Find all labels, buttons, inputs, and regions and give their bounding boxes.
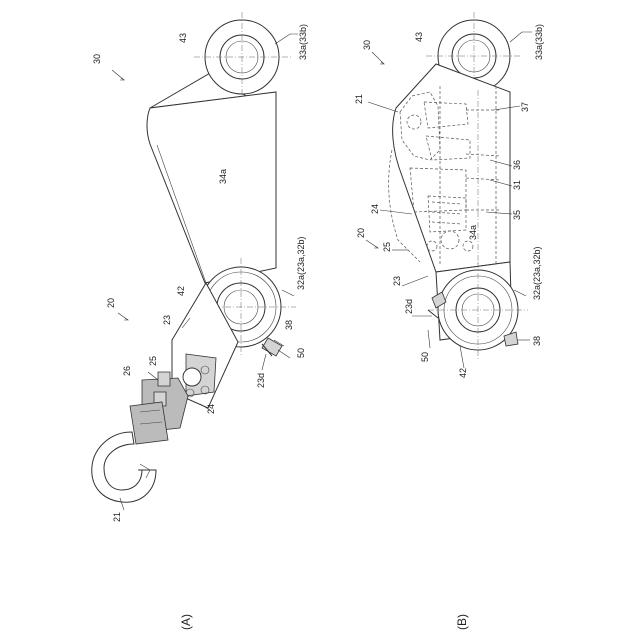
label-25: 25 — [148, 356, 158, 366]
label-33a-33b: 33a(33b) — [534, 24, 544, 60]
label-23d: 23d — [256, 373, 266, 388]
label-43: 43 — [414, 32, 424, 42]
label-23d: 23d — [404, 299, 414, 314]
label-25: 25 — [382, 242, 392, 252]
label-32a: 32a(23a,32b) — [296, 236, 306, 290]
label-42: 42 — [458, 368, 468, 378]
label-24: 24 — [206, 404, 216, 414]
label-35: 35 — [512, 210, 522, 220]
panel-label-b: (B) — [455, 614, 469, 630]
label-42: 42 — [176, 286, 186, 296]
label-31: 31 — [512, 180, 522, 190]
label-24: 24 — [370, 204, 380, 214]
label-20: 20 — [106, 298, 116, 308]
panel-label-a: (A) — [179, 614, 193, 630]
label-33a-33b: 33a(33b) — [298, 24, 308, 60]
label-36: 36 — [512, 160, 522, 170]
figure-b-lower-eye — [428, 262, 528, 360]
figure-a: 30 43 33a(33b) 34a 20 42 32a(23a,32b) 23… — [92, 12, 308, 630]
label-38: 38 — [532, 336, 542, 346]
label-50: 50 — [420, 352, 430, 362]
figure-a-shackle — [130, 372, 188, 444]
label-34a: 34a — [468, 225, 478, 240]
label-26: 26 — [122, 366, 132, 376]
figure-b: 30 43 33a(33b) 21 37 36 31 24 35 20 25 3… — [354, 12, 544, 630]
label-37: 37 — [520, 102, 530, 112]
label-32a: 32a(23a,32b) — [532, 246, 542, 300]
label-43: 43 — [178, 33, 188, 43]
label-30: 30 — [92, 54, 102, 64]
label-30: 30 — [362, 40, 372, 50]
label-20: 20 — [356, 228, 366, 238]
label-38: 38 — [284, 320, 294, 330]
label-34a: 34a — [218, 169, 228, 184]
figure-a-body-plate — [147, 92, 276, 283]
label-23: 23 — [392, 276, 402, 286]
label-21: 21 — [354, 94, 364, 104]
label-21: 21 — [112, 512, 122, 522]
label-50: 50 — [296, 348, 306, 358]
label-23: 23 — [162, 315, 172, 325]
